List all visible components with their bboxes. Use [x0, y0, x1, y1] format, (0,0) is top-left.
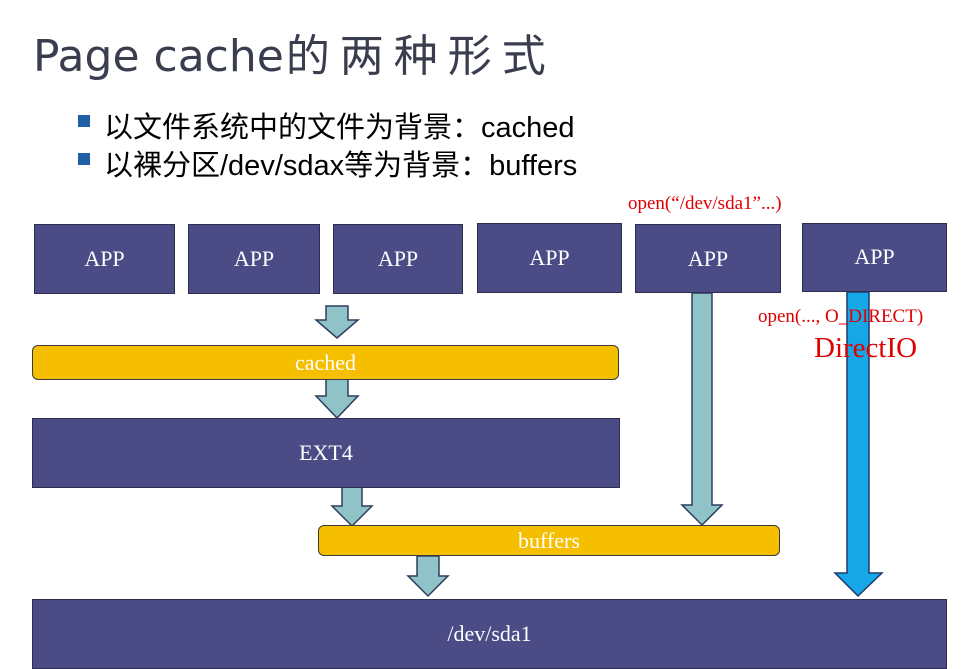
- app-label: APP: [529, 245, 570, 270]
- app-box: APP: [802, 223, 947, 292]
- arrow-app-to-buffers: [680, 292, 724, 527]
- app-label: APP: [377, 246, 419, 271]
- buffers-bar: buffers: [318, 525, 780, 556]
- slide-title-cn: 的两种形式: [285, 31, 556, 82]
- annotation-open-direct: open(..., O_DIRECT): [758, 306, 924, 327]
- slide-title-en: Page cache: [33, 31, 284, 82]
- app-box: APP: [333, 224, 463, 294]
- device-box: /dev/sda1: [32, 599, 947, 669]
- ext4-box: EXT4: [32, 418, 620, 488]
- cached-label: cached: [294, 349, 357, 375]
- device-label: /dev/sda1: [447, 621, 532, 646]
- arrow-app-to-cached: [313, 305, 361, 339]
- slide-title: Page cache的两种形式: [33, 20, 556, 84]
- app-box: APP: [34, 224, 175, 294]
- app-box: APP: [477, 223, 622, 293]
- app-label: APP: [233, 246, 275, 271]
- annotation-open-device: open(“/dev/sda1”...): [628, 193, 782, 214]
- arrow-ext4-to-buffers: [330, 486, 374, 528]
- app-label: APP: [854, 244, 895, 269]
- ext4-label: EXT4: [299, 440, 353, 465]
- bullet-text: 以裸分区/dev/sdax等为背景：buffers: [104, 150, 578, 182]
- arrow-cached-to-ext4: [314, 378, 360, 420]
- app-box: APP: [635, 224, 781, 293]
- annotation-directio: DirectIO: [814, 332, 918, 364]
- arrow-directio: [833, 291, 884, 598]
- bullet-square-icon: [78, 153, 90, 165]
- app-label: APP: [84, 246, 125, 271]
- app-box: APP: [188, 224, 320, 294]
- bullet-square-icon: [78, 115, 90, 127]
- app-label: APP: [687, 245, 729, 271]
- cached-bar: cached: [32, 345, 619, 380]
- bullet-text: 以文件系统中的文件为背景：cached: [104, 112, 575, 144]
- buffers-label: buffers: [518, 527, 580, 553]
- arrow-buffers-to-device: [406, 555, 450, 598]
